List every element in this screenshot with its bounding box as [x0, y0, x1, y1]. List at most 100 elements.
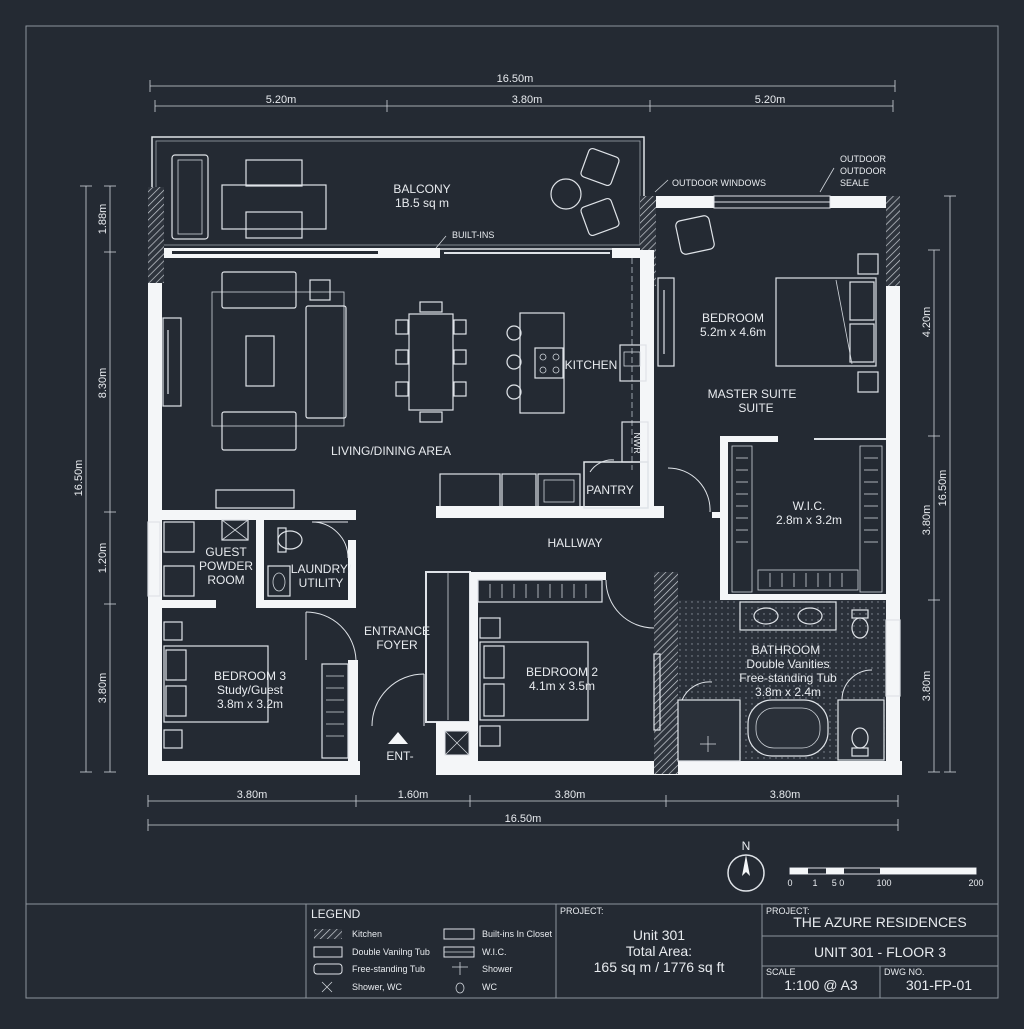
guest-label-1: GUEST: [205, 545, 247, 559]
balcony-sofa: [171, 154, 209, 240]
balcony-area: 1B.5 sq m: [395, 196, 449, 210]
legend-wc-icon: [455, 982, 465, 994]
master-window: OUTDOOR WINDOWS OUTDOOR OUTDOOR SEALE: [654, 154, 886, 209]
bedroom-3-label-3: 3.8m x 3.2m: [217, 697, 283, 711]
balcony-chair-1: [580, 147, 620, 187]
wic-size: 2.8m x 3.2m: [776, 513, 842, 527]
kitchen: KITCHEN NWR PANTRY: [436, 258, 664, 518]
legend-wic-icon: [443, 946, 475, 958]
bedroom-2-label-1: BEDROOM 2: [526, 665, 598, 679]
bedroom-2: BEDROOM 2 4.1m x 3.5m: [470, 572, 678, 774]
scale-tick-3: 100: [876, 878, 891, 888]
right-dimensions: 4.20m 3.80m 3.80m 16.50m: [921, 195, 956, 773]
guest-powder-laundry: GUEST POWDER ROOM LAUNDRY/ UTILITY: [147, 489, 356, 608]
legend-item-tub: Free-standing Tub: [352, 964, 425, 974]
top-dim-1: 5.20m: [266, 94, 297, 106]
coffee-table: [245, 335, 275, 387]
project-box-header: PROJECT:: [560, 906, 604, 916]
dwg-header: DWG NO.: [884, 967, 925, 977]
bedroom-3: BEDROOM 3 Study/Guest 3.8m x 3.2m: [163, 621, 349, 759]
legend-item-vanity: Double Vanilng Tub: [352, 947, 430, 957]
scale-tick-1: 1: [812, 878, 817, 888]
scale-header: SCALE: [766, 967, 796, 977]
master-bedroom-label: BEDROOM: [702, 311, 764, 325]
living-dining-label: LIVING/DINING AREA: [331, 444, 451, 458]
project-area-value: 165 sq m / 1776 sq ft: [594, 959, 725, 975]
master-bed: [775, 277, 877, 367]
balcony-round-table: [550, 178, 582, 210]
legend-swatch-tub: [313, 963, 343, 975]
right-dim-2: 3.80m: [921, 505, 933, 536]
scale-value: 1:100 @ A3: [784, 977, 858, 993]
left-dimensions: 16.50m 1.88m 8.30m 1.20m 3.80m: [73, 185, 116, 773]
outdoor-windows-callout: OUTDOOR WINDOWS: [672, 178, 766, 188]
legend-item-shower: Shower: [482, 964, 513, 974]
wic-label: W.I.C.: [793, 499, 826, 513]
dining-table: [408, 313, 454, 411]
project-unit: Unit 301: [633, 927, 685, 943]
bedroom-2-label-2: 4.1m x 3.5m: [529, 679, 595, 693]
bathroom-label-1: BATHROOM: [752, 643, 820, 657]
dwg-number: 301-FP-01: [906, 977, 972, 993]
sofa-bottom: [221, 411, 297, 451]
top-total-dim: 16.50m: [497, 73, 534, 85]
bathroom-label-4: 3.8m x 2.4m: [755, 685, 821, 699]
left-dim-4: 3.80m: [97, 673, 109, 704]
master-bedroom-size: 5.2m x 4.6m: [700, 325, 766, 339]
entry-arrow-icon: [388, 732, 408, 744]
entrance-foyer: ENTRANCE FOYER ENT-: [305, 571, 471, 775]
walk-in-closet: W.I.C. 2.8m x 3.2m: [667, 436, 886, 600]
legend-item-kitchen: Kitchen: [352, 929, 382, 939]
sofa-top: [221, 271, 297, 309]
entrance-label-1: ENTRANCE: [364, 624, 430, 638]
unit-floor: UNIT 301 - FLOOR 3: [814, 944, 946, 960]
kitchen-label: KITCHEN: [565, 358, 618, 372]
legend-item-shower-wc: Shower, WC: [352, 982, 403, 992]
pantry-label: PANTRY: [586, 483, 634, 497]
bottom-total-dim: 16.50m: [505, 813, 542, 825]
top-dim-3: 5.20m: [755, 94, 786, 106]
living-dining-area: LIVING/DINING AREA: [162, 271, 467, 458]
scale-bar: 0 1 5 0 100 200: [787, 867, 984, 888]
left-dim-2: 8.30m: [97, 368, 109, 399]
balcony-wall-hatch-left: [148, 187, 164, 283]
bottom-dim-2: 1.60m: [398, 789, 429, 801]
built-ins-callout: BUILT-INS: [452, 230, 494, 240]
north-arrow-icon: [742, 855, 750, 876]
balcony: BALCONY 1B.5 sq m BUILT-INS: [148, 136, 654, 283]
freestanding-tub: [747, 699, 829, 757]
left-dim-1: 1.88m: [97, 204, 109, 235]
shower: [677, 699, 741, 762]
legend-swatch-builtins: [443, 928, 475, 940]
top-dimensions: 16.50m 5.20m 3.80m 5.20m: [149, 73, 896, 112]
legend-shower-wc-icon: [321, 981, 333, 993]
master-suite-label-2: SUITE: [738, 401, 773, 415]
right-dim-3: 3.80m: [921, 671, 933, 702]
scale-tick-0: 0: [787, 878, 792, 888]
north-arrow: N: [727, 839, 765, 892]
project-name: THE AZURE RESIDENCES: [793, 914, 966, 930]
bathroom-label-2: Double Vanities: [746, 657, 829, 671]
bottom-dimensions: 3.80m 1.60m 3.80m 3.80m 16.50m: [147, 789, 899, 831]
scale-tick-4: 200: [968, 878, 983, 888]
legend-item-wc: WC: [482, 982, 497, 992]
legend-title: LEGEND: [311, 907, 361, 921]
balcony-label: BALCONY: [393, 182, 450, 196]
north-label: N: [742, 839, 751, 853]
balcony-table: [221, 184, 327, 230]
kitchen-island: [519, 312, 565, 414]
sofa-right: [305, 305, 347, 419]
outdoor-seale-callout-1: OUTDOOR: [840, 154, 886, 164]
balcony-chair-2: [580, 197, 620, 237]
outdoor-seale-callout-3: SEALE: [840, 178, 869, 188]
scale-tick-2: 5 0: [832, 878, 845, 888]
legend-item-builtins: Built-ins In Closet: [482, 929, 553, 939]
left-dim-3: 1.20m: [97, 543, 109, 574]
right-dim-1: 4.20m: [921, 307, 933, 338]
nwr-label: NWR: [632, 432, 642, 454]
outdoor-seale-callout-2: OUTDOOR: [840, 166, 886, 176]
laundry-label-2: UTILITY: [299, 576, 344, 590]
right-total-dim: 16.50m: [937, 470, 949, 507]
